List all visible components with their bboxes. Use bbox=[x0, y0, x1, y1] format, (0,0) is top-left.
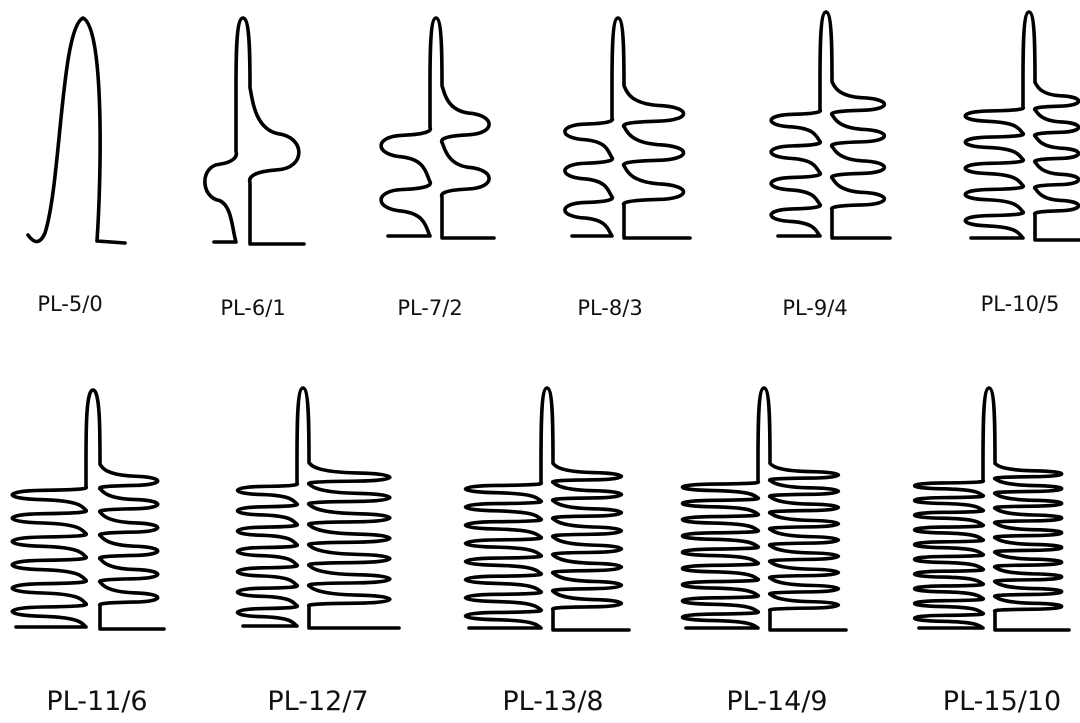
shape-label: PL-10/5 bbox=[981, 292, 1060, 316]
shape-label: PL-11/6 bbox=[46, 686, 147, 717]
shape-label: PL-5/0 bbox=[37, 292, 102, 316]
meander-shape bbox=[965, 12, 1080, 240]
meander-shape bbox=[683, 388, 847, 630]
meander-shape bbox=[237, 388, 399, 628]
meander-shape bbox=[381, 18, 494, 238]
meander-shape bbox=[915, 388, 1069, 630]
meander-shape bbox=[466, 388, 630, 630]
meander-shape bbox=[28, 18, 125, 243]
meander-shape bbox=[12, 390, 164, 629]
shape-label: PL-15/10 bbox=[943, 686, 1061, 717]
meander-shape bbox=[771, 12, 890, 238]
shape-label: PL-8/3 bbox=[577, 296, 642, 320]
meander-shape bbox=[205, 18, 304, 244]
shape-label: PL-14/9 bbox=[726, 686, 827, 717]
shape-label: PL-12/7 bbox=[267, 686, 368, 717]
shape-label: PL-9/4 bbox=[782, 296, 847, 320]
shape-label: PL-6/1 bbox=[220, 296, 285, 320]
meander-shape bbox=[565, 18, 690, 238]
shape-label: PL-7/2 bbox=[397, 296, 462, 320]
shape-label: PL-13/8 bbox=[502, 686, 603, 717]
